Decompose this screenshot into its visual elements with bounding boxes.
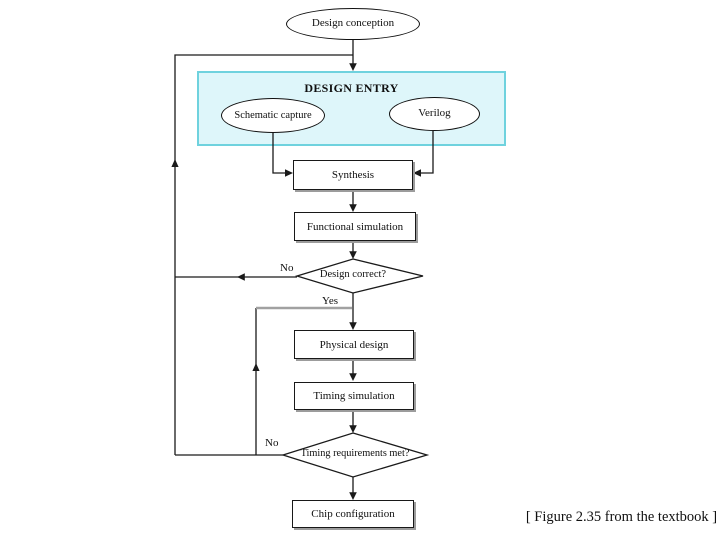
arrowhead-into-synthesis-right	[413, 169, 421, 177]
node-functional-simulation: Functional simulation	[294, 212, 416, 241]
arrowheads	[171, 63, 421, 500]
edge-feedback-left-rail	[174, 54, 353, 455]
node-synthesis: Synthesis	[293, 160, 413, 190]
node-design-conception: Design conception	[286, 8, 420, 40]
design-correct-label: Design correct?	[319, 269, 387, 280]
edge-label-design-correct-yes: Yes	[322, 295, 339, 307]
node-schematic-capture: Schematic capture	[221, 98, 325, 133]
edge-verilog-to-synthesis	[420, 131, 434, 174]
arrowhead-no-leftward	[237, 273, 245, 281]
design-correct-diamond	[294, 258, 424, 294]
node-physical-design: Physical design	[294, 330, 414, 359]
timing-requirements-label: Timing requirements met?	[300, 448, 410, 459]
node-verilog-label: Verilog	[418, 107, 451, 120]
arrowhead-into-functional	[349, 204, 357, 212]
arrowhead-into-timing-sim	[349, 373, 357, 381]
arrowhead-up-left-rail	[171, 159, 179, 167]
node-design-conception-label: Design conception	[311, 17, 395, 30]
arrowhead-into-physical	[349, 322, 357, 330]
arrowhead-into-synthesis-left	[285, 169, 293, 177]
node-timing-simulation-label: Timing simulation	[313, 390, 395, 402]
design-entry-title: DESIGN ENTRY	[304, 81, 399, 95]
node-verilog: Verilog	[389, 97, 480, 131]
arrowhead-into-timing-decision	[349, 425, 357, 433]
arrowhead-into-design-entry	[349, 63, 357, 71]
node-chip-configuration: Chip configuration	[292, 500, 414, 528]
arrowhead-into-design-correct	[349, 251, 357, 259]
edge-label-timing-no: No	[265, 437, 279, 449]
node-chip-configuration-label: Chip configuration	[311, 508, 395, 520]
node-timing-simulation: Timing simulation	[294, 382, 414, 410]
arrowhead-into-chip	[349, 492, 357, 500]
node-schematic-capture-label: Schematic capture	[234, 109, 312, 121]
edge-label-design-correct-no: No	[280, 262, 294, 274]
arrowhead-up-timing-rail	[252, 363, 260, 371]
figure-caption: [ Figure 2.35 from the textbook ]	[525, 509, 718, 525]
node-functional-simulation-label: Functional simulation	[306, 220, 404, 233]
node-physical-design-label: Physical design	[319, 338, 389, 351]
edge-schematic-to-synthesis	[272, 133, 286, 174]
node-synthesis-label: Synthesis	[331, 169, 375, 181]
timing-requirements-diamond	[280, 432, 430, 478]
